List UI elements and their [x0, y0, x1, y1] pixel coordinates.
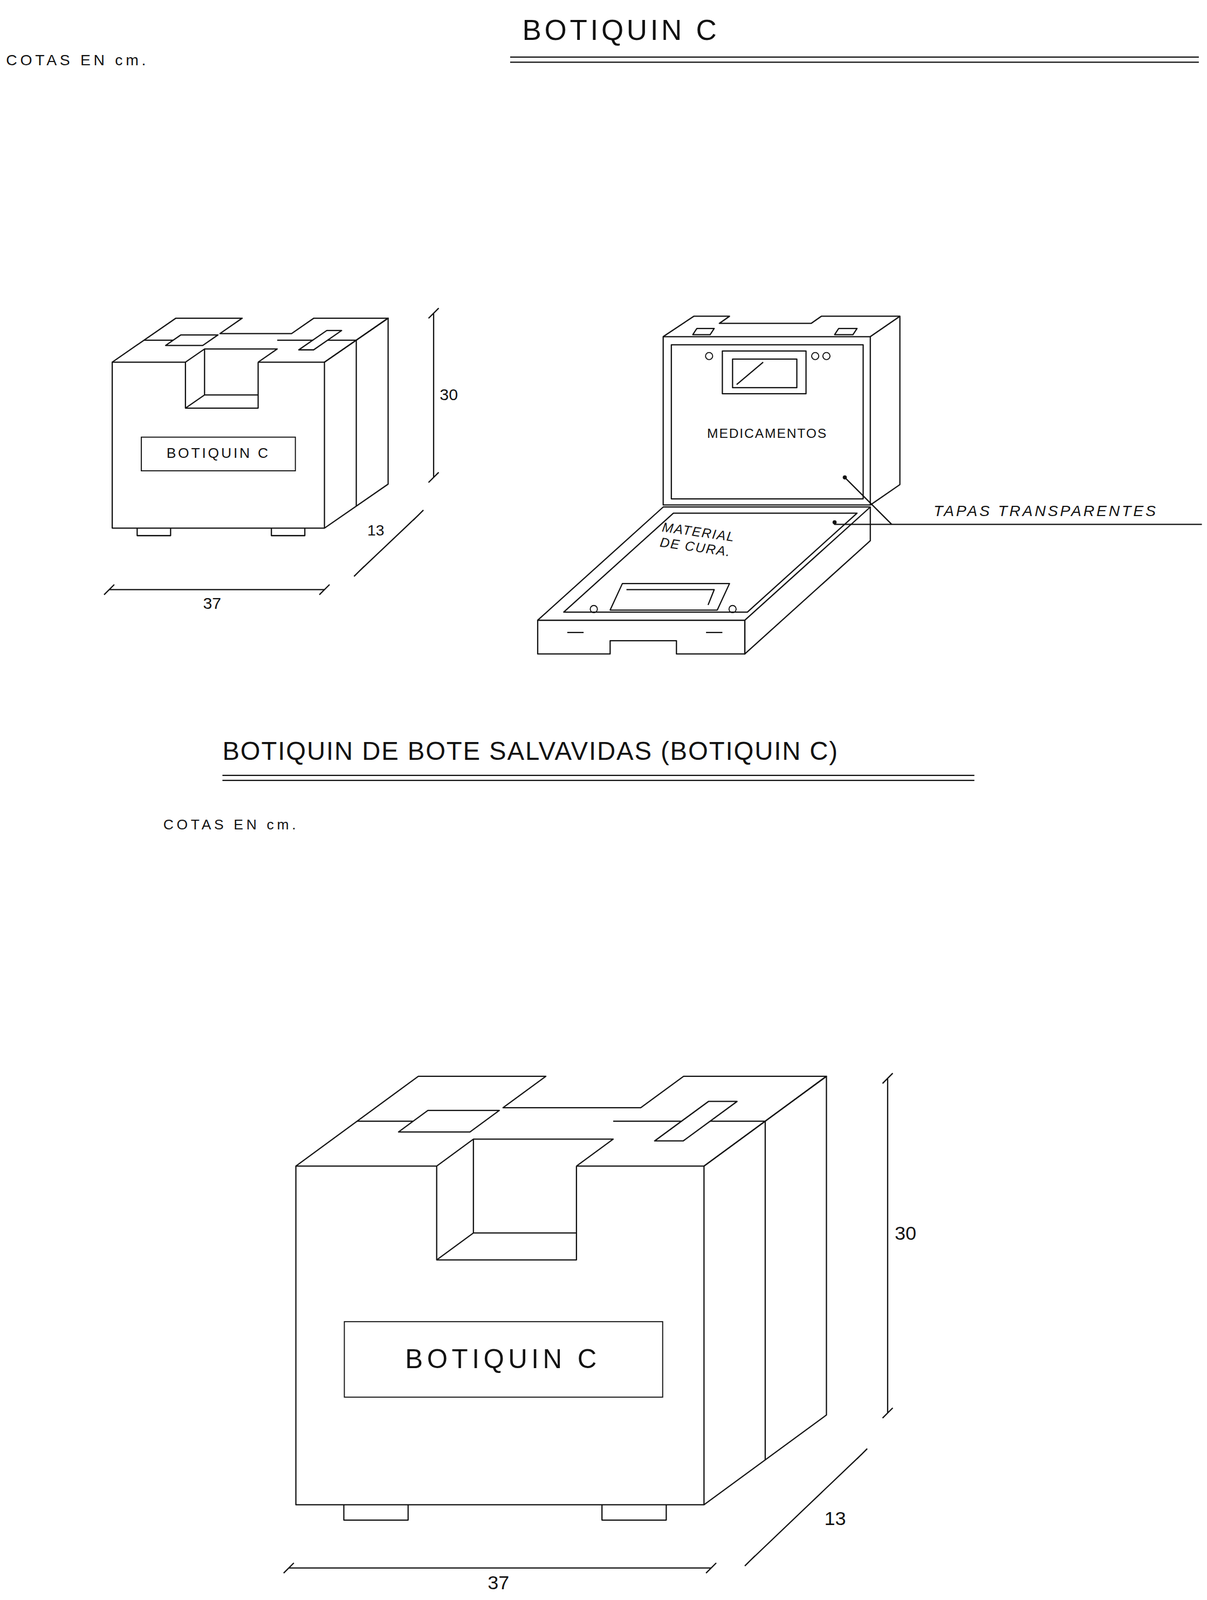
foot — [344, 1504, 667, 1520]
screw-mark — [811, 352, 819, 360]
lid-side — [870, 316, 901, 505]
latch-plate — [398, 1110, 500, 1133]
dimension-value: 13 — [824, 1507, 847, 1531]
foot — [136, 527, 305, 536]
open-kit-box — [537, 316, 1203, 654]
dimension-value: 37 — [202, 594, 222, 614]
dimension-line — [882, 1073, 893, 1418]
lid-front — [663, 336, 871, 505]
front-face — [296, 1166, 705, 1505]
heading-underline — [222, 775, 975, 781]
latch-plate — [165, 334, 218, 346]
dimension-line — [353, 510, 424, 577]
dimension-value: 30 — [439, 385, 458, 405]
leader-line — [834, 477, 1202, 525]
base-side — [744, 506, 871, 654]
handle-slot — [185, 348, 278, 409]
seam-line — [143, 340, 356, 507]
name-plate: BOTIQUIN C — [343, 1320, 663, 1398]
large-kit-box — [296, 1076, 827, 1521]
dimension-line — [104, 584, 330, 595]
name-plate: BOTIQUIN C — [140, 436, 297, 472]
dimension-value: 37 — [487, 1572, 510, 1595]
units-note: COTAS EN cm. — [5, 51, 149, 70]
compartment-label: MATERIAL DE CURA. — [659, 520, 761, 565]
screw-mark — [705, 352, 713, 360]
dimension-line — [428, 307, 440, 483]
lid-top — [663, 316, 901, 337]
latch-plate — [654, 1101, 738, 1141]
transparent-cover — [563, 513, 857, 613]
units-note: COTAS EN cm. — [163, 815, 300, 833]
front-face — [112, 362, 325, 529]
front-mark — [567, 632, 723, 633]
plate-text: BOTIQUIN C — [166, 446, 271, 462]
screw-mark — [823, 352, 831, 360]
compartment-label: MEDICAMENTOS — [707, 426, 828, 442]
callout-label: TAPAS TRANSPARENTES — [933, 502, 1158, 520]
base-front — [537, 620, 745, 654]
small-kit-box — [112, 318, 389, 536]
section-heading: BOTIQUIN DE BOTE SALVAVIDAS (BOTIQUIN C) — [222, 736, 839, 766]
handle-hole — [722, 351, 806, 394]
base-top — [537, 506, 871, 621]
seam-line — [357, 1121, 766, 1460]
dimension-line — [283, 1562, 717, 1574]
base-slot — [609, 583, 730, 610]
handle-slot — [436, 1139, 614, 1260]
latch-plate — [298, 330, 342, 351]
dimension-line — [744, 1448, 868, 1567]
latch-plate — [693, 328, 858, 335]
title-underline — [510, 57, 1199, 63]
page-title: BOTIQUIN C — [522, 14, 720, 47]
transparent-cover — [671, 344, 864, 499]
dimension-value: 30 — [894, 1222, 917, 1245]
dimension-value: 13 — [367, 521, 385, 540]
plate-text: BOTIQUIN C — [405, 1344, 601, 1374]
